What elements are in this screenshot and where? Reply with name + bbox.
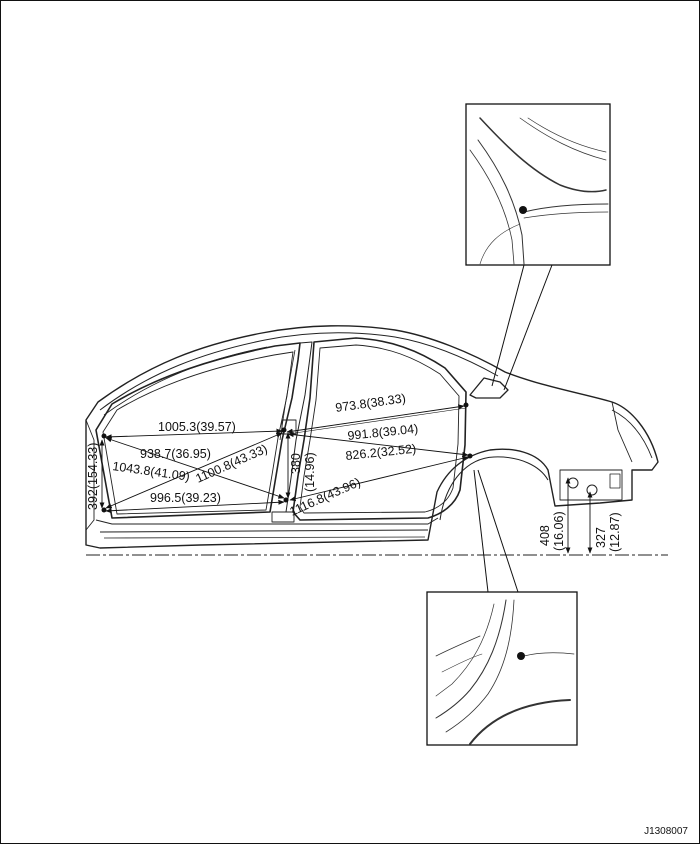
dim-380-inch: (14.96) xyxy=(303,452,317,492)
dim-408-inch: (16.06) xyxy=(552,511,566,551)
detail-callout-upper xyxy=(465,103,611,391)
dim-392: 392(154.33) xyxy=(86,443,100,510)
dim-826-2: 826.2(32.52) xyxy=(345,442,417,463)
dim-996-5: 996.5(39.23) xyxy=(150,491,221,505)
reference-points xyxy=(101,402,473,513)
dimension-lines xyxy=(99,404,593,554)
dim-327: 327 xyxy=(594,527,608,548)
dim-327-inch: (12.87) xyxy=(608,512,622,552)
detail-callout-lower xyxy=(426,469,578,746)
dim-938-7: 938.7(36.95) xyxy=(140,447,211,461)
dim-380: 380 xyxy=(289,453,303,474)
dim-973-8: 973.8(38.33) xyxy=(334,391,406,415)
dim-1005-3: 1005.3(39.57) xyxy=(158,420,236,434)
dim-991-8: 991.8(39.04) xyxy=(347,422,419,443)
body-side-panel xyxy=(85,325,659,549)
dim-408: 408 xyxy=(538,525,552,546)
figure-code: J1308007 xyxy=(644,826,688,837)
